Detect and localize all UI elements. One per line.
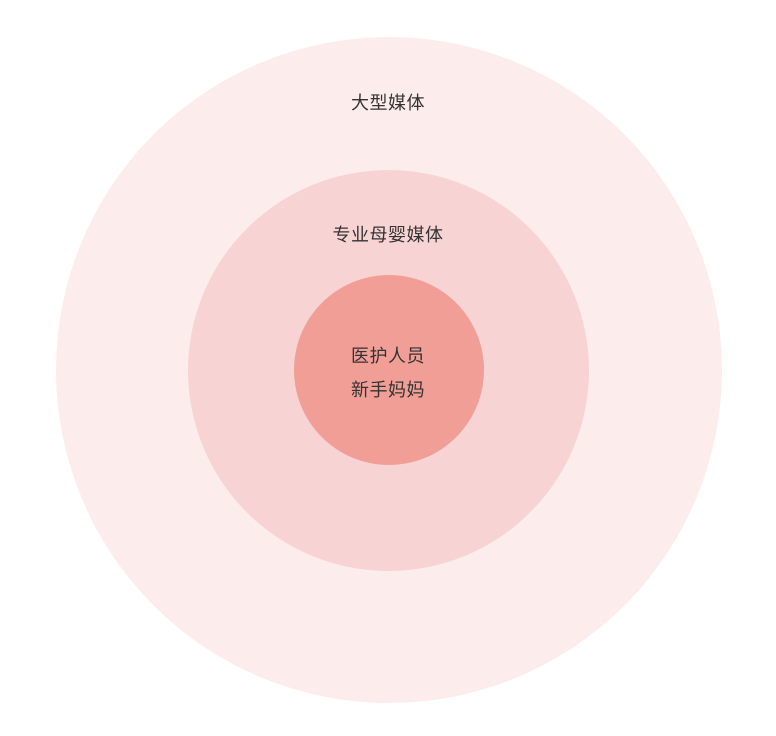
inner-circle-label-line-1: 医护人员 [351, 346, 425, 367]
outer-circle-label: 大型媒体 [351, 93, 425, 114]
middle-circle-label: 专业母婴媒体 [332, 225, 444, 246]
inner-circle-label-line-2: 新手妈妈 [351, 380, 425, 401]
inner-circle-core-audience [294, 275, 484, 465]
